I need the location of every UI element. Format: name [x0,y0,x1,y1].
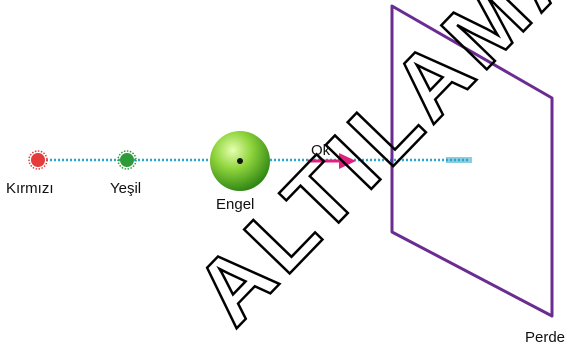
screen-label: Perde [525,330,565,345]
obstacle-sphere [210,131,270,191]
red-source-label: Kırmızı [6,181,54,196]
red-light-source [29,151,47,169]
obstacle-label: Engel [216,197,254,212]
green-source-label: Yeşil [110,181,141,196]
arrow-label: Ok [311,143,330,158]
green-light-source [118,151,136,169]
